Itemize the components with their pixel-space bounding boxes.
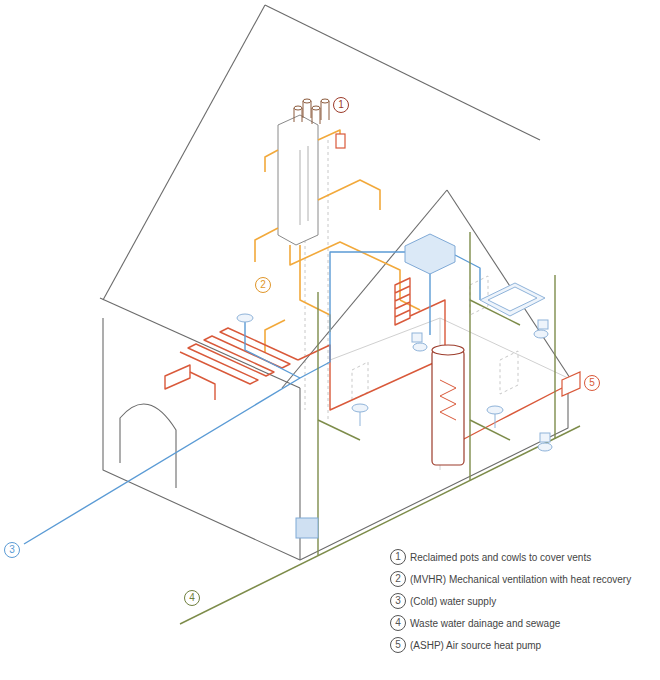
waste-branch: [318, 420, 360, 440]
water-pipe: [455, 255, 480, 300]
heating-pipe: [298, 345, 440, 410]
callout-number: 3: [9, 545, 15, 555]
callout-number: 2: [395, 574, 401, 584]
toilet: [538, 443, 552, 451]
vent-stack: [278, 115, 318, 245]
toilet: [412, 333, 422, 342]
vent-unit: [336, 134, 345, 148]
chimney-pot: [303, 99, 311, 103]
roof-eave: [100, 298, 300, 388]
callout-number: 2: [255, 277, 271, 293]
sink: [495, 414, 496, 428]
roof-edge: [103, 5, 265, 300]
mvhr-duct: [265, 150, 278, 172]
water-supply-pipe: [24, 252, 405, 544]
legend-key: 4Waste water dainage and sewage: [390, 615, 406, 631]
vent-slot: [300, 146, 308, 225]
archway: [120, 404, 176, 488]
towel-radiator: [395, 278, 410, 325]
ghost-duct: [500, 351, 518, 394]
toilet: [540, 433, 550, 442]
chimney-pot: [294, 106, 302, 110]
callout-number: 5: [584, 375, 600, 391]
legend-text: (MVHR) Mechanical ventilation with heat …: [410, 574, 631, 585]
toilet: [413, 343, 427, 351]
heating-pipe: [410, 300, 445, 345]
callout-number: 5: [395, 640, 401, 650]
hot-water-cylinder: [432, 350, 464, 465]
legend-key: 5(ASHP) Air source heat pump: [390, 637, 406, 653]
ghost-duct: [328, 140, 329, 420]
interior-wall: [330, 318, 440, 360]
toilet: [538, 320, 548, 329]
mvhr-duct: [300, 245, 330, 332]
water-tank: [405, 234, 455, 274]
legend-text: Reclaimed pots and cowls to cover vents: [410, 552, 591, 563]
callout-number: 3: [395, 596, 401, 606]
sink: [360, 412, 361, 426]
chimney-pot: [321, 101, 329, 120]
mvhr-duct: [318, 180, 380, 210]
heating-pipe: [190, 372, 215, 400]
bath: [488, 287, 537, 311]
callout-number: 4: [184, 590, 200, 606]
chimney-pot: [303, 101, 311, 118]
waste-branch: [470, 420, 510, 440]
callout-number: 4: [395, 618, 401, 628]
chimney-pot: [312, 106, 320, 110]
radiator: [165, 365, 190, 389]
water-pipe: [245, 322, 300, 378]
callout-number: 2: [260, 280, 266, 290]
chimney-pot: [321, 99, 329, 103]
mvhr-duct: [290, 242, 400, 300]
house-wall: [103, 318, 568, 560]
legend-key: 2(MVHR) Mechanical ventilation with heat…: [390, 571, 406, 587]
legend-key: 1Reclaimed pots and cowls to cover vents: [390, 549, 406, 565]
hot-water-cylinder: [432, 345, 464, 355]
legend-text: Waste water dainage and sewage: [410, 618, 560, 629]
callout-number: 1: [395, 552, 401, 562]
drain-pipe: [180, 426, 580, 624]
toilet: [534, 330, 548, 338]
callout-number: 4: [189, 593, 195, 603]
sink: [237, 314, 253, 322]
callout-number: 5: [589, 378, 595, 388]
inspection-chamber: [296, 518, 318, 538]
callout-number: 3: [4, 542, 20, 558]
soil-stack: [469, 232, 470, 480]
legend-key: 3(Cold) water supply: [390, 593, 406, 609]
callout-number: 1: [333, 97, 349, 113]
soil-stack: [317, 292, 318, 555]
heating-pipe: [462, 388, 562, 440]
bath: [480, 283, 545, 316]
sink: [487, 406, 503, 414]
mvhr-duct: [255, 228, 278, 262]
heat-pump-unit: [562, 372, 580, 396]
legend-text: (ASHP) Air source heat pump: [410, 640, 541, 651]
ghost-duct: [470, 276, 488, 315]
sink: [352, 404, 368, 412]
callout-number: 1: [338, 100, 344, 110]
legend-text: (Cold) water supply: [410, 596, 496, 607]
cylinder-coil: [440, 380, 456, 420]
mvhr-duct: [265, 320, 285, 352]
soil-stack: [554, 275, 555, 439]
